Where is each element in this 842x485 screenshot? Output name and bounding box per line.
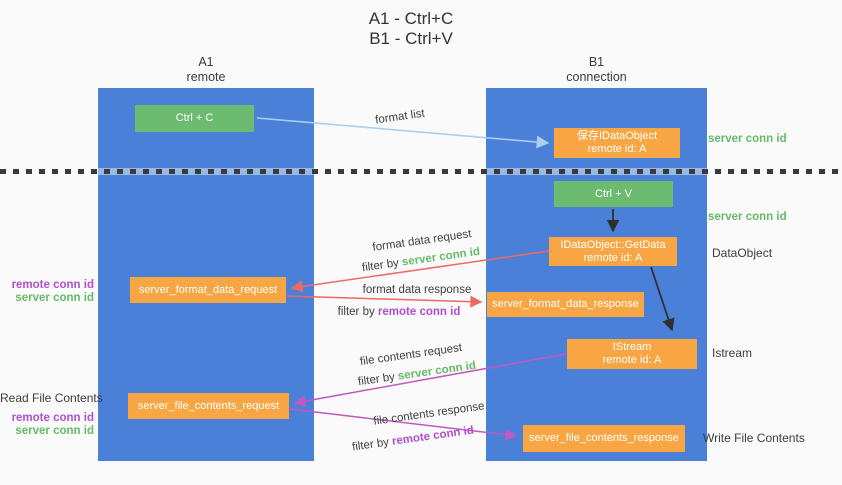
title-line-2: B1 - Ctrl+V bbox=[369, 29, 453, 48]
label-format-data-response: format data response bbox=[362, 284, 472, 296]
node-format-response-label: server_format_data_response bbox=[492, 298, 639, 310]
label-server-conn-id-left-2: server conn id bbox=[15, 424, 94, 437]
node-istream: IStream remote id: A bbox=[567, 339, 697, 369]
column-a1-subtitle: remote bbox=[186, 70, 226, 84]
server-conn-id-keyword: server conn id bbox=[401, 245, 481, 269]
column-b1-subtitle: connection bbox=[566, 70, 627, 84]
label-format-list: format list bbox=[374, 107, 426, 127]
label-server-conn-id-top-right: server conn id bbox=[708, 133, 787, 145]
filter-by-text: filter by bbox=[337, 306, 378, 318]
column-a1-title: A1 bbox=[198, 55, 214, 69]
column-header-b1: B1 connection bbox=[486, 55, 707, 85]
machine-boundary-separator bbox=[0, 168, 842, 175]
label-remote-conn-id-left-2: remote conn id bbox=[11, 412, 94, 424]
node-file-response-label: server_file_contents_response bbox=[529, 432, 679, 444]
node-save-dataobject-line2: remote id: A bbox=[587, 143, 647, 155]
node-save-dataobject-line1: 保存IDataObject bbox=[576, 130, 658, 142]
column-header-a1: A1 remote bbox=[98, 55, 314, 85]
node-getdata-line2: remote id: A bbox=[583, 251, 643, 264]
node-server-format-data-request: server_format_data_request bbox=[130, 277, 286, 303]
remote-conn-id-keyword: remote conn id bbox=[377, 306, 461, 318]
dotted-line bbox=[0, 169, 842, 174]
node-server-file-contents-response: server_file_contents_response bbox=[523, 425, 685, 452]
node-file-request-label: server_file_contents_request bbox=[137, 399, 280, 412]
node-idataobject-getdata: IDataObject::GetData remote id: A bbox=[549, 237, 677, 266]
node-getdata-line1: IDataObject::GetData bbox=[560, 238, 666, 251]
node-format-request-label: server_format_data_request bbox=[138, 283, 278, 296]
label-server-conn-id-mid-right: server conn id bbox=[708, 211, 787, 223]
node-server-format-data-response: server_format_data_response bbox=[487, 292, 644, 317]
label-conn-ids-left-1: remote conn id server conn id bbox=[0, 279, 94, 304]
filter-by-text: filter by bbox=[351, 435, 393, 454]
node-istream-line2: remote id: A bbox=[602, 354, 662, 366]
diagram-title: A1 - Ctrl+C B1 - Ctrl+V bbox=[0, 9, 822, 49]
node-ctrl-v: Ctrl + V bbox=[554, 181, 673, 207]
label-server-conn-id-left-1: server conn id bbox=[15, 291, 94, 304]
label-conn-ids-left-2: remote conn id server conn id bbox=[0, 412, 94, 437]
label-filter-by-remote-conn-id-1: filter by remote conn id bbox=[338, 306, 461, 318]
label-filter-by-remote-conn-id-2: filter by remote conn id bbox=[351, 425, 474, 454]
server-conn-id-keyword: server conn id bbox=[397, 359, 477, 383]
filter-by-text: filter by bbox=[357, 370, 399, 389]
node-ctrl-c-label: Ctrl + C bbox=[175, 112, 214, 124]
node-save-dataobject: 保存IDataObject remote id: A bbox=[554, 128, 680, 158]
node-ctrl-v-label: Ctrl + V bbox=[595, 187, 632, 200]
column-b1-title: B1 bbox=[588, 55, 605, 69]
label-read-file-contents: Read File Contents bbox=[0, 391, 103, 405]
label-file-contents-response: file contents response bbox=[372, 400, 486, 428]
title-line-1: A1 - Ctrl+C bbox=[368, 9, 454, 28]
label-remote-conn-id-left-1: remote conn id bbox=[11, 279, 94, 291]
label-dataobject: DataObject bbox=[712, 246, 773, 260]
label-write-file-contents: Write File Contents bbox=[703, 431, 805, 445]
label-istream: Istream bbox=[712, 346, 753, 360]
node-istream-line1: IStream bbox=[612, 341, 652, 353]
format-data-response-arrow bbox=[286, 295, 483, 308]
filter-by-text: filter by bbox=[361, 256, 403, 275]
node-server-file-contents-request: server_file_contents_request bbox=[128, 393, 289, 419]
node-ctrl-c: Ctrl + C bbox=[135, 105, 254, 132]
remote-conn-id-keyword: remote conn id bbox=[391, 424, 475, 448]
